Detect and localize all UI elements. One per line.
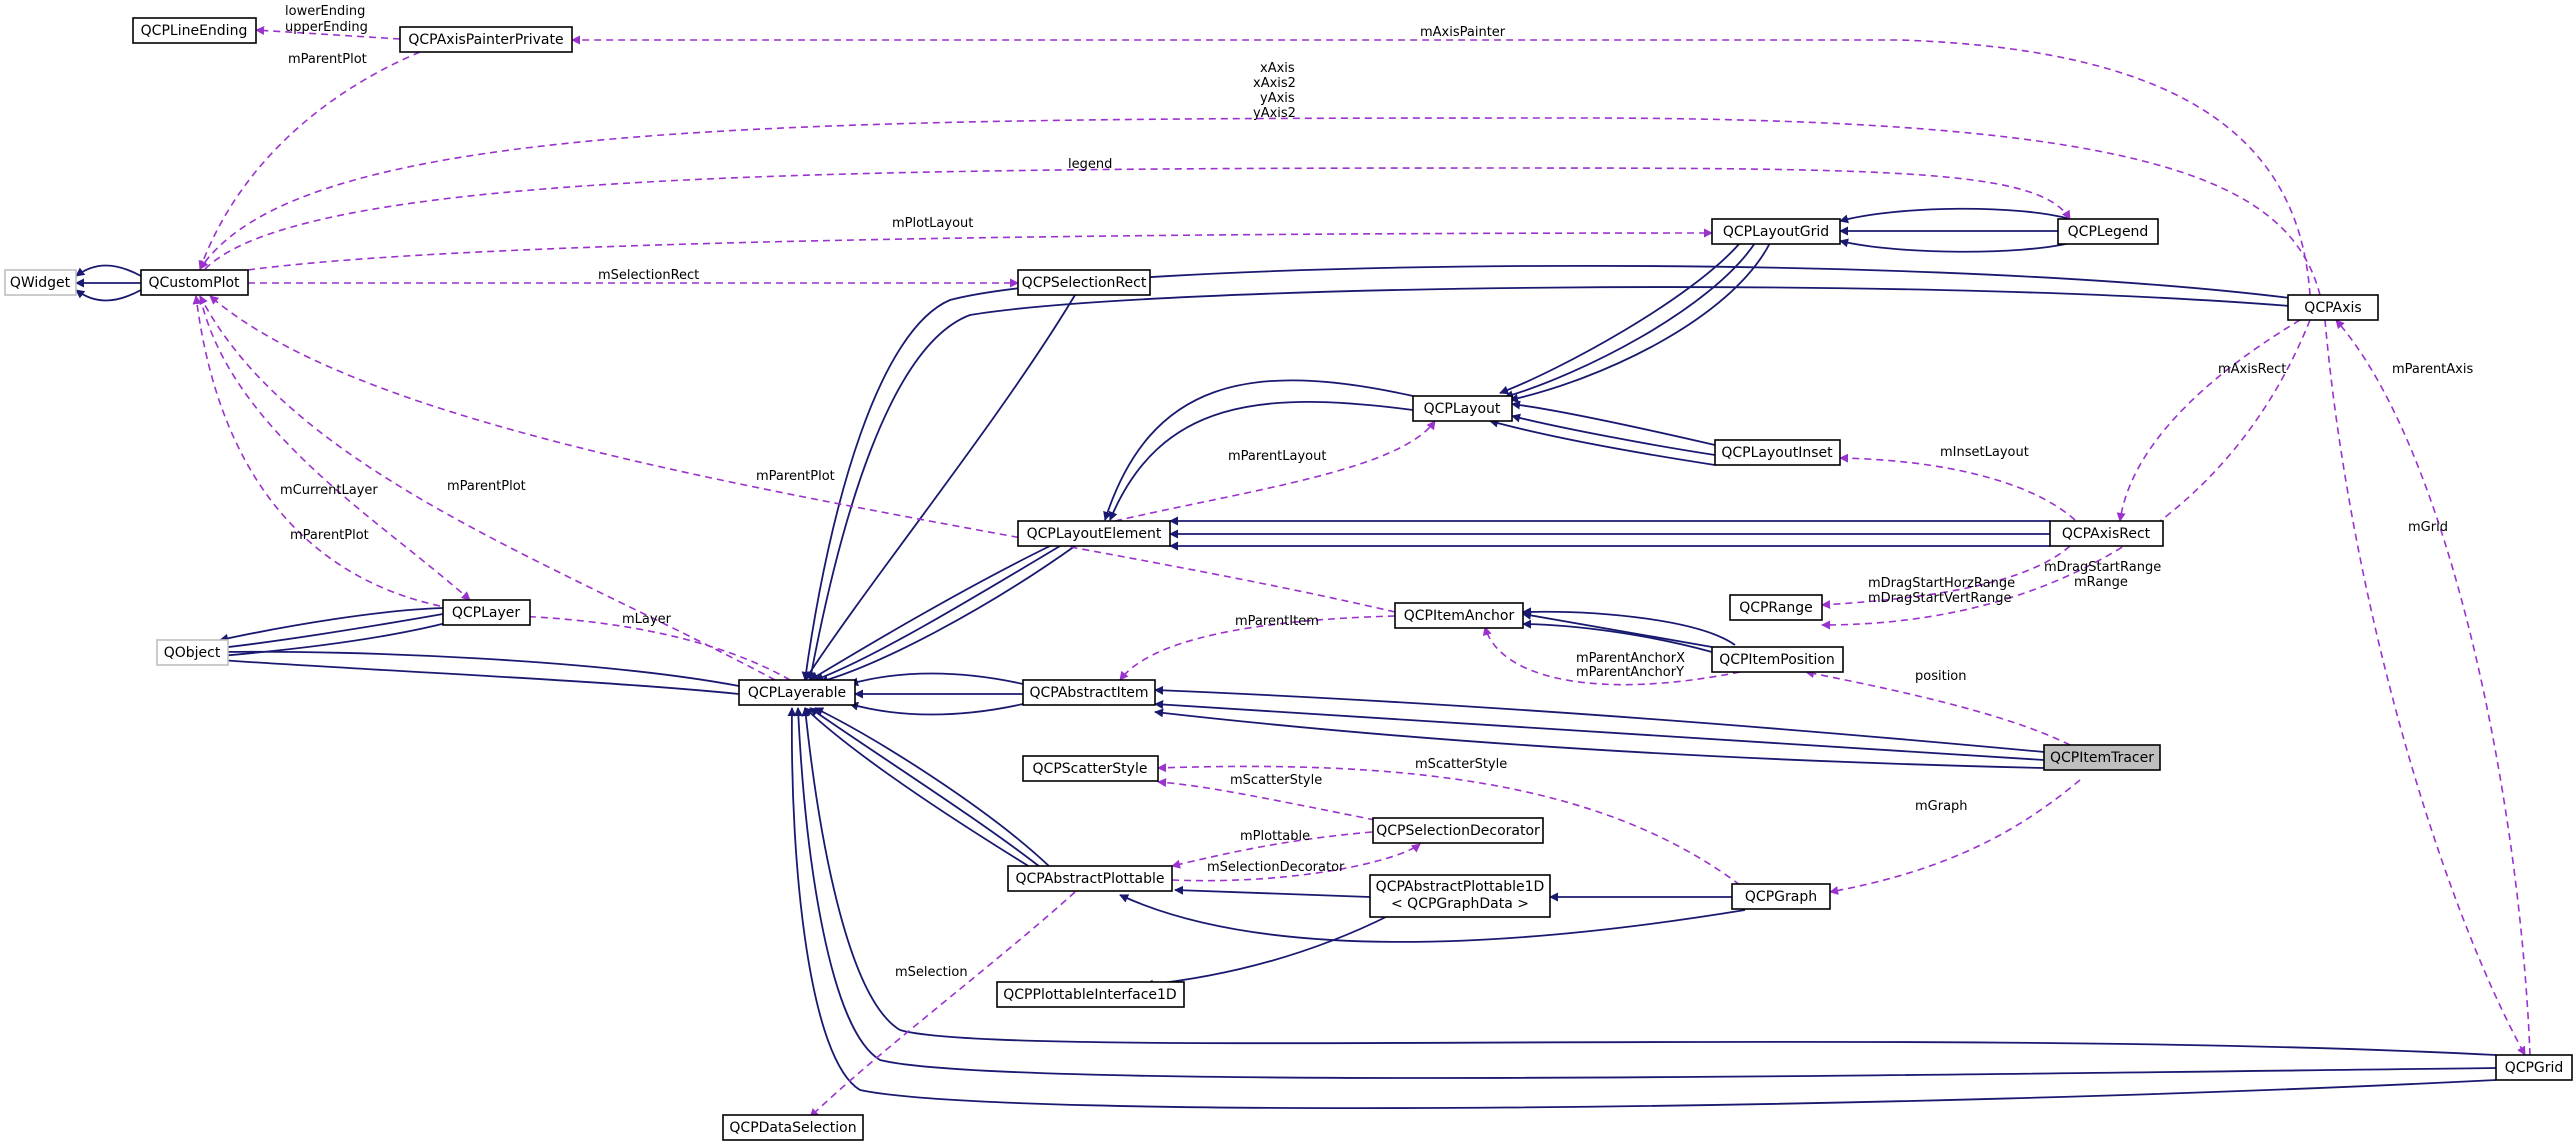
node-QCPItemPosition[interactable]: QCPItemPosition <box>1711 646 1844 673</box>
node-label: QCPGrid <box>2505 1060 2564 1076</box>
label-mDragStartHorzRange: mDragStartHorzRange <box>1868 576 2015 591</box>
node-QCPLayoutElement[interactable]: QCPLayoutElement <box>1017 520 1171 547</box>
node-label: QCPAbstractPlottable1D <box>1376 879 1545 895</box>
label-yAxis: yAxis <box>1260 91 1295 106</box>
edge-labels: lowerEnding upperEnding mAxisPainter mPa… <box>280 4 2473 980</box>
label-mParentAnchorY: mParentAnchorY <box>1576 665 1684 680</box>
node-label: QObject <box>164 645 221 661</box>
node-QCPAxisRect[interactable]: QCPAxisRect <box>2049 520 2164 547</box>
node-QCPItemAnchor[interactable]: QCPItemAnchor <box>1394 602 1524 629</box>
node-label: QCPAxisRect <box>2062 526 2151 542</box>
label-mParentLayout: mParentLayout <box>1228 449 1326 464</box>
node-label: QCPAxisPainterPrivate <box>408 32 563 48</box>
node-label: QCPItemTracer <box>2050 750 2154 766</box>
label-mGrid: mGrid <box>2408 520 2448 535</box>
label-mGraph: mGraph <box>1915 799 1968 814</box>
label-mDragStartVertRange: mDragStartVertRange <box>1868 591 2012 606</box>
label-mRange: mRange <box>2074 575 2128 590</box>
node-label: QCPSelectionDecorator <box>1376 823 1540 839</box>
node-QCPItemTracer[interactable]: QCPItemTracer <box>2043 744 2161 771</box>
node-label: QCPLayoutGrid <box>1723 224 1829 240</box>
node-QCPDataSelection[interactable]: QCPDataSelection <box>722 1114 864 1141</box>
node-label: QCPGraph <box>1745 889 1817 905</box>
node-label: QCPLayoutElement <box>1027 526 1162 542</box>
label-mAxisRect: mAxisRect <box>2218 362 2286 377</box>
label-mParentPlot-layerable: mParentPlot <box>447 479 526 494</box>
node-label: QCPDataSelection <box>729 1120 856 1136</box>
node-label: QCPAbstractItem <box>1030 685 1149 701</box>
node-label-template: < QCPGraphData > <box>1391 896 1529 912</box>
node-label: QCPItemAnchor <box>1404 608 1515 624</box>
node-QCPScatterStyle[interactable]: QCPScatterStyle <box>1022 755 1159 782</box>
node-QCPAxis[interactable]: QCPAxis <box>2287 294 2379 321</box>
label-mParentAnchorX: mParentAnchorX <box>1576 651 1685 666</box>
node-label: QCPAbstractPlottable <box>1016 871 1165 887</box>
node-label: QCPScatterStyle <box>1033 761 1148 777</box>
node-QCPAxisPainterPrivate[interactable]: QCPAxisPainterPrivate <box>399 26 573 53</box>
node-QCPLineEnding[interactable]: QCPLineEnding <box>132 17 257 44</box>
label-yAxis2: yAxis2 <box>1253 106 1296 121</box>
inheritance-edges <box>75 207 2497 1110</box>
node-QCustomPlot[interactable]: QCustomPlot <box>140 269 249 296</box>
node-QCPAbstractPlottable1D[interactable]: QCPAbstractPlottable1D < QCPGraphData > <box>1369 874 1551 918</box>
label-mPlottable: mPlottable <box>1240 829 1310 844</box>
label-mParentPlot-anchor: mParentPlot <box>756 469 835 484</box>
node-label: QCPLayerable <box>748 685 846 701</box>
label-position: position <box>1915 669 1967 684</box>
node-label: QCPLineEnding <box>141 23 248 39</box>
node-label: QCPAxis <box>2304 300 2361 316</box>
node-label: QCPLegend <box>2068 224 2149 240</box>
node-QCPPlottableInterface1D[interactable]: QCPPlottableInterface1D <box>996 981 1185 1008</box>
node-label: QCPLayout <box>1424 401 1501 417</box>
node-QCPLayer[interactable]: QCPLayer <box>442 599 531 626</box>
label-mScatterStyle-decorator: mScatterStyle <box>1230 773 1322 788</box>
label-xAxis: xAxis <box>1260 61 1295 76</box>
node-QCPSelectionRect[interactable]: QCPSelectionRect <box>1017 269 1151 296</box>
label-mParentItem: mParentItem <box>1235 614 1319 629</box>
label-xAxis2: xAxis2 <box>1253 76 1296 91</box>
node-label: QCPSelectionRect <box>1022 275 1147 291</box>
node-QCPGraph[interactable]: QCPGraph <box>1731 883 1831 910</box>
label-mSelectionRect: mSelectionRect <box>598 268 699 283</box>
node-QCPAbstractPlottable[interactable]: QCPAbstractPlottable <box>1007 865 1173 892</box>
node-QCPSelectionDecorator[interactable]: QCPSelectionDecorator <box>1372 817 1544 844</box>
label-mDragStartRange: mDragStartRange <box>2044 560 2161 575</box>
node-QCPLayout[interactable]: QCPLayout <box>1412 395 1513 422</box>
node-QCPLayerable[interactable]: QCPLayerable <box>738 679 856 706</box>
label-legend: legend <box>1068 157 1112 172</box>
node-QObject[interactable]: QObject <box>156 639 229 666</box>
node-label: QCPRange <box>1739 600 1813 616</box>
label-mScatterStyle-graph: mScatterStyle <box>1415 757 1507 772</box>
label-lowerEnding: lowerEnding <box>285 4 365 19</box>
label-mParentPlot-painter: mParentPlot <box>288 52 367 67</box>
node-QWidget[interactable]: QWidget <box>4 269 77 296</box>
node-QCPRange[interactable]: QCPRange <box>1729 594 1823 621</box>
label-upperEnding: upperEnding <box>285 20 368 35</box>
label-mAxisPainter: mAxisPainter <box>1420 25 1506 40</box>
label-mSelection: mSelection <box>895 965 968 980</box>
node-QCPLayoutGrid[interactable]: QCPLayoutGrid <box>1711 218 1841 245</box>
node-QCPLayoutInset[interactable]: QCPLayoutInset <box>1714 439 1841 466</box>
node-QCPAbstractItem[interactable]: QCPAbstractItem <box>1022 679 1156 706</box>
node-label: QCustomPlot <box>148 275 240 291</box>
label-mSelectionDecorator: mSelectionDecorator <box>1207 860 1345 875</box>
label-mInsetLayout: mInsetLayout <box>1940 445 2029 460</box>
usage-edges <box>192 26 2531 1118</box>
label-mPlotLayout: mPlotLayout <box>892 216 973 231</box>
node-label: QCPLayoutInset <box>1721 445 1833 461</box>
node-label: QCPPlottableInterface1D <box>1003 987 1176 1003</box>
label-mParentPlot-layer: mParentPlot <box>290 528 369 543</box>
node-QCPGrid[interactable]: QCPGrid <box>2495 1054 2573 1081</box>
node-label: QCPLayer <box>452 605 521 621</box>
node-QCPLegend[interactable]: QCPLegend <box>2057 218 2159 245</box>
nodes: QCPLineEnding QCPAxisPainterPrivate QWid… <box>4 17 2573 1141</box>
label-mLayer: mLayer <box>622 612 672 627</box>
node-label: QWidget <box>10 275 71 291</box>
label-mParentAxis: mParentAxis <box>2392 362 2473 377</box>
node-label: QCPItemPosition <box>1719 652 1835 668</box>
label-mCurrentLayer: mCurrentLayer <box>280 483 378 498</box>
